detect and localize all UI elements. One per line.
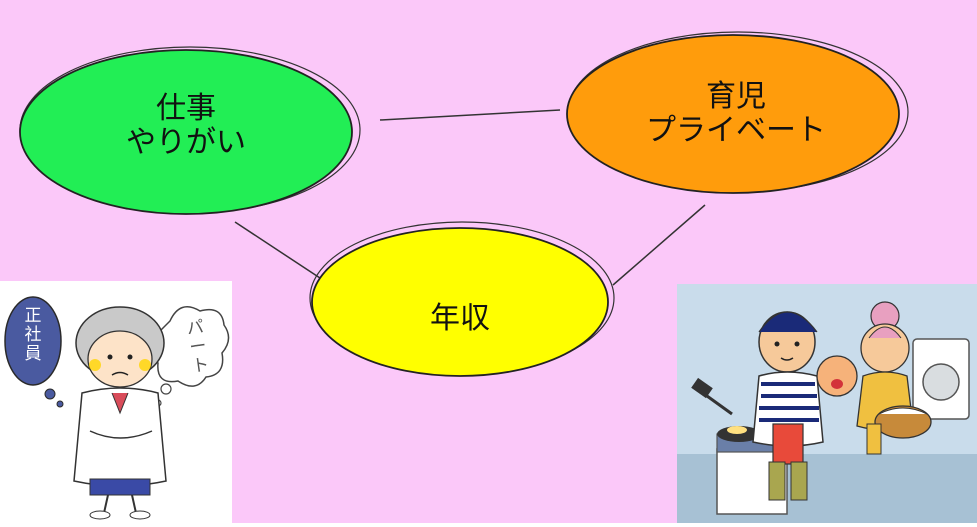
node-childcare-line1: 育児 xyxy=(706,79,766,114)
busy-family-illustration xyxy=(677,284,977,523)
node-income-label: 年収 xyxy=(400,302,520,336)
edge-work-childcare xyxy=(379,109,561,121)
node-income-line: 年収 xyxy=(430,301,490,336)
edge-childcare-income xyxy=(612,204,706,286)
node-childcare-line2: プライベート xyxy=(646,113,826,148)
node-work xyxy=(19,46,361,215)
node-income xyxy=(309,221,615,377)
node-work-label: 仕事 やりがい xyxy=(96,92,276,160)
node-work-line1: 仕事 xyxy=(156,91,216,126)
node-work-line2: やりがい xyxy=(126,125,246,160)
busy-family-icon xyxy=(677,284,977,523)
worried-woman-icon xyxy=(4,296,230,520)
worried-woman-illustration: 正社員 パート xyxy=(0,281,232,523)
edge-work-income xyxy=(234,221,321,279)
node-childcare xyxy=(566,31,909,194)
node-childcare-label: 育児 プライベート xyxy=(636,80,836,148)
speech-bubble-seishain: 正社員 xyxy=(24,306,42,364)
